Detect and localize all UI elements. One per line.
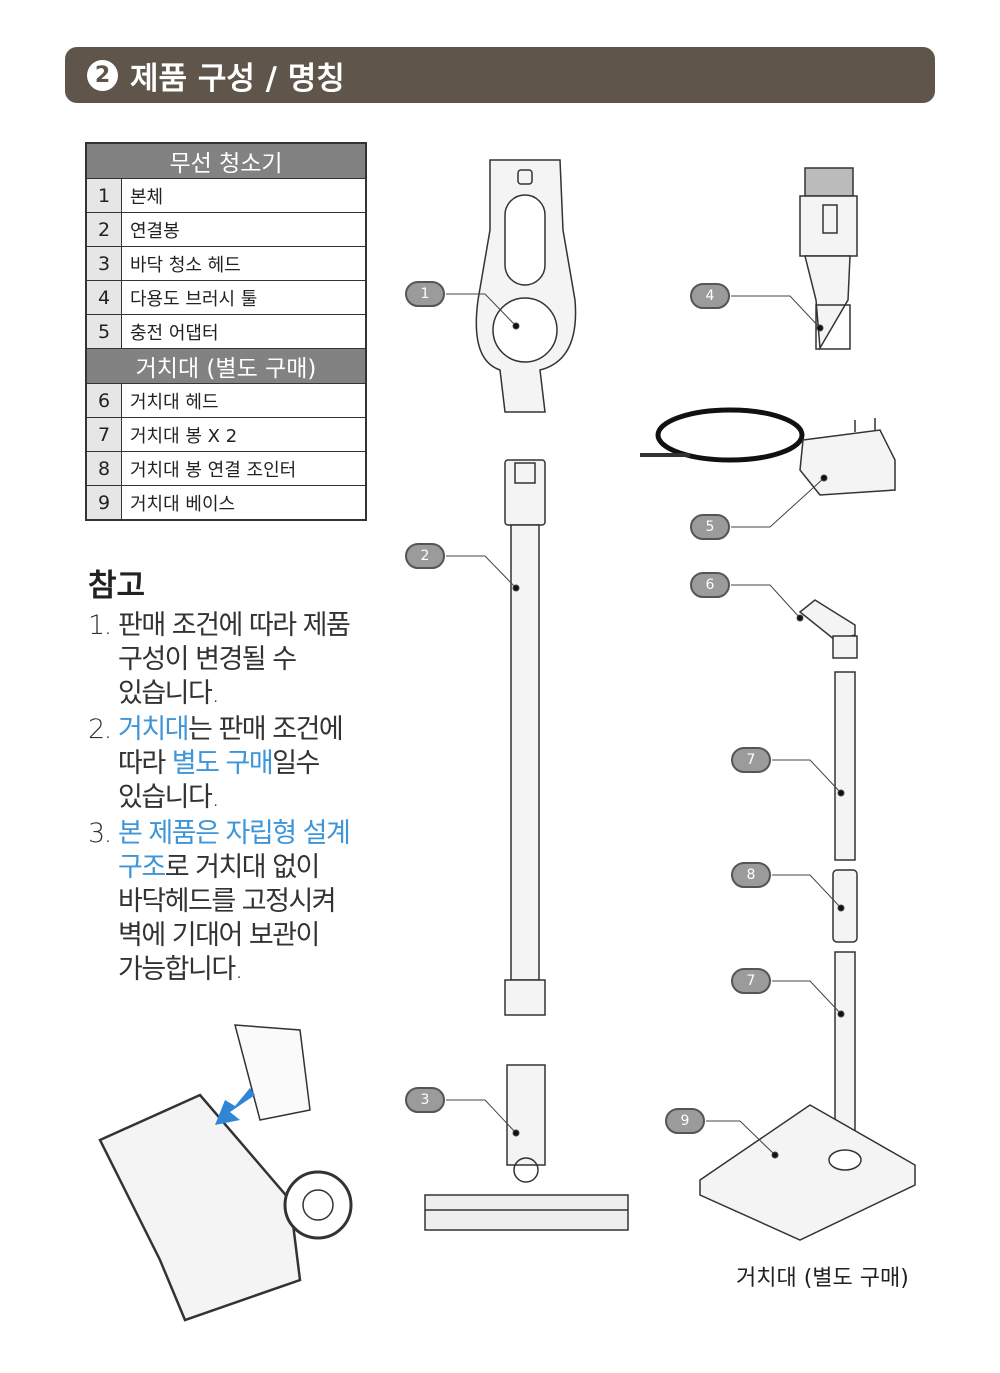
- part-name: 다용도 브러시 툴: [121, 280, 367, 315]
- callout-9: 9: [665, 1108, 705, 1134]
- highlighted-text: 거치대: [118, 714, 190, 745]
- note-line: 구조로 거치대 없이: [118, 851, 349, 885]
- callout-4: 4: [690, 283, 730, 309]
- note-line: 있습니다.: [118, 677, 349, 711]
- note-text: 판매 조건에 따라 제품: [118, 610, 351, 641]
- notes-title: 참고: [88, 568, 146, 604]
- note-number: 1.: [88, 610, 112, 641]
- callout-6: 6: [690, 572, 730, 598]
- note-line: 구성이 변경될 수: [118, 643, 349, 677]
- note-number: 2.: [88, 714, 112, 745]
- note-line: 본 제품은 자립형 설계: [118, 817, 351, 851]
- stand-caption: 거치대 (별도 구매): [736, 1266, 909, 1291]
- section-label: 거치대 (별도 구매): [85, 348, 367, 384]
- note-line: 따라 별도 구매일수: [118, 747, 342, 781]
- note-line: 바닥헤드를 고정시켜: [118, 885, 349, 919]
- note-line: 있습니다.: [118, 781, 342, 815]
- part-name: 바닥 청소 헤드: [121, 246, 367, 281]
- stand-drawing: [699, 599, 916, 1241]
- note-text: 로 거치대 없이: [164, 852, 321, 883]
- callout-7b: 7: [731, 968, 771, 994]
- note-text: 있습니다.: [118, 782, 220, 813]
- note-text: 바닥헤드를 고정시켜: [118, 886, 337, 917]
- note-text: 벽에 기대어 보관이: [118, 920, 320, 951]
- main-body-drawing: [475, 159, 577, 413]
- callout-8: 8: [731, 862, 771, 888]
- highlighted-text: 본 제품은 자립형 설계: [118, 818, 351, 849]
- note-text: 따라: [118, 748, 172, 779]
- floor-head-drawing: [424, 1064, 629, 1231]
- part-name: 연결봉: [121, 212, 367, 247]
- section-header: 2 제품 구성 / 명칭: [65, 47, 935, 103]
- part-number: 6: [85, 383, 122, 418]
- part-number: 4: [85, 280, 122, 315]
- brush-tool-drawing: [799, 167, 858, 351]
- note-text: 구성이 변경될 수: [118, 644, 297, 675]
- section-number: 2: [87, 59, 118, 91]
- table-section-header: 거치대 (별도 구매): [85, 348, 367, 384]
- part-number: 8: [85, 451, 122, 486]
- part-name: 거치대 봉 연결 조인터: [121, 451, 367, 486]
- note-text: 가능합니다.: [118, 954, 243, 985]
- note-text: 있습니다.: [118, 678, 220, 709]
- charging-adapter-drawing: [640, 407, 896, 496]
- part-number: 9: [85, 485, 122, 521]
- note-line: 거치대는 판매 조건에: [118, 713, 344, 747]
- callout-2: 2: [405, 543, 445, 569]
- highlighted-text: 구조: [118, 852, 166, 883]
- part-name: 거치대 헤드: [121, 383, 367, 418]
- note-line: 벽에 기대어 보관이: [118, 919, 349, 953]
- note-text: 일수: [272, 748, 320, 779]
- note-text: 는 판매 조건에: [188, 714, 344, 745]
- callout-1: 1: [405, 281, 445, 307]
- usage-illustration: [98, 1024, 353, 1322]
- note-line: 판매 조건에 따라 제품: [118, 609, 351, 643]
- part-number: 7: [85, 417, 122, 452]
- note-line: 가능합니다.: [118, 953, 349, 987]
- part-number: 5: [85, 314, 122, 349]
- note-number: 3.: [88, 818, 112, 849]
- section-label: 무선 청소기: [85, 142, 367, 179]
- table-section-header: 무선 청소기: [85, 142, 367, 179]
- part-number: 3: [85, 246, 122, 281]
- callout-3: 3: [405, 1087, 445, 1113]
- callout-5: 5: [690, 514, 730, 540]
- callout-7a: 7: [731, 747, 771, 773]
- highlighted-text: 별도 구매: [171, 748, 274, 779]
- extension-tube-drawing: [504, 459, 546, 1016]
- section-title: 제품 구성 / 명칭: [130, 60, 345, 97]
- part-name: 거치대 베이스: [121, 485, 367, 521]
